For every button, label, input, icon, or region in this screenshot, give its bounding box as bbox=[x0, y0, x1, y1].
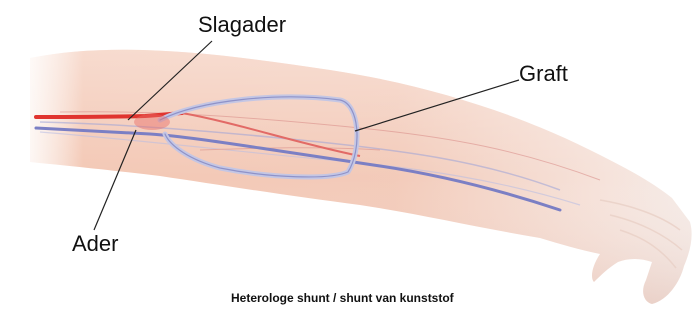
label-vein: Ader bbox=[72, 231, 118, 257]
label-artery: Slagader bbox=[198, 12, 286, 38]
label-graft: Graft bbox=[519, 61, 568, 87]
diagram-caption: Heterologe shunt / shunt van kunststof bbox=[231, 291, 454, 305]
anastomosis bbox=[134, 114, 170, 130]
